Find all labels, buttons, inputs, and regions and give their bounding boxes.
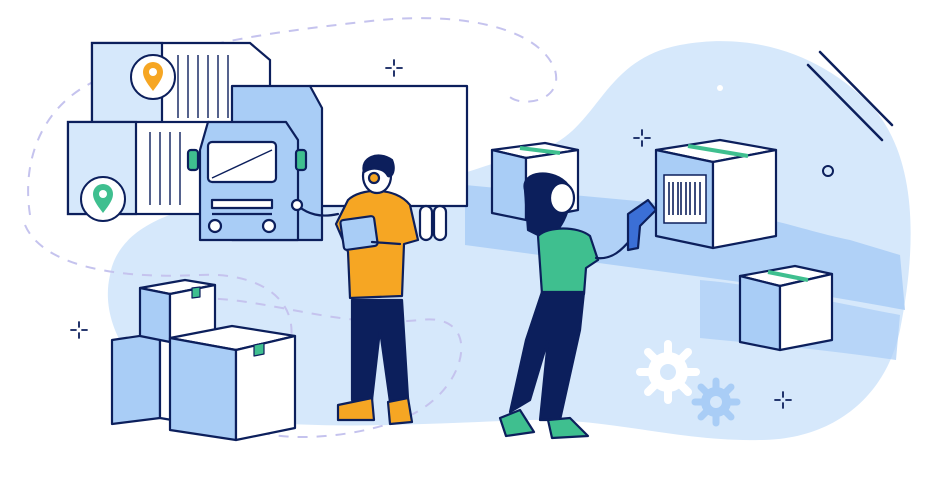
tablet-icon bbox=[339, 215, 379, 251]
man-worker bbox=[290, 154, 420, 426]
sparkle-icon bbox=[822, 165, 834, 177]
box-icon bbox=[738, 264, 834, 352]
gear-icon bbox=[636, 340, 700, 404]
sparkle-icon bbox=[70, 59, 792, 409]
gear-icon bbox=[691, 377, 741, 427]
barcode-icon bbox=[663, 174, 707, 224]
box-icon bbox=[110, 331, 174, 426]
woman-worker bbox=[498, 172, 658, 440]
dashed-route-lines bbox=[24, 17, 558, 438]
corner-lines bbox=[806, 50, 894, 142]
sparkle-icon bbox=[717, 85, 723, 91]
box-icon bbox=[168, 324, 297, 442]
barcode-scanner-icon bbox=[626, 198, 658, 252]
location-pin-icon bbox=[80, 176, 126, 222]
location-pin-icon bbox=[130, 54, 176, 100]
